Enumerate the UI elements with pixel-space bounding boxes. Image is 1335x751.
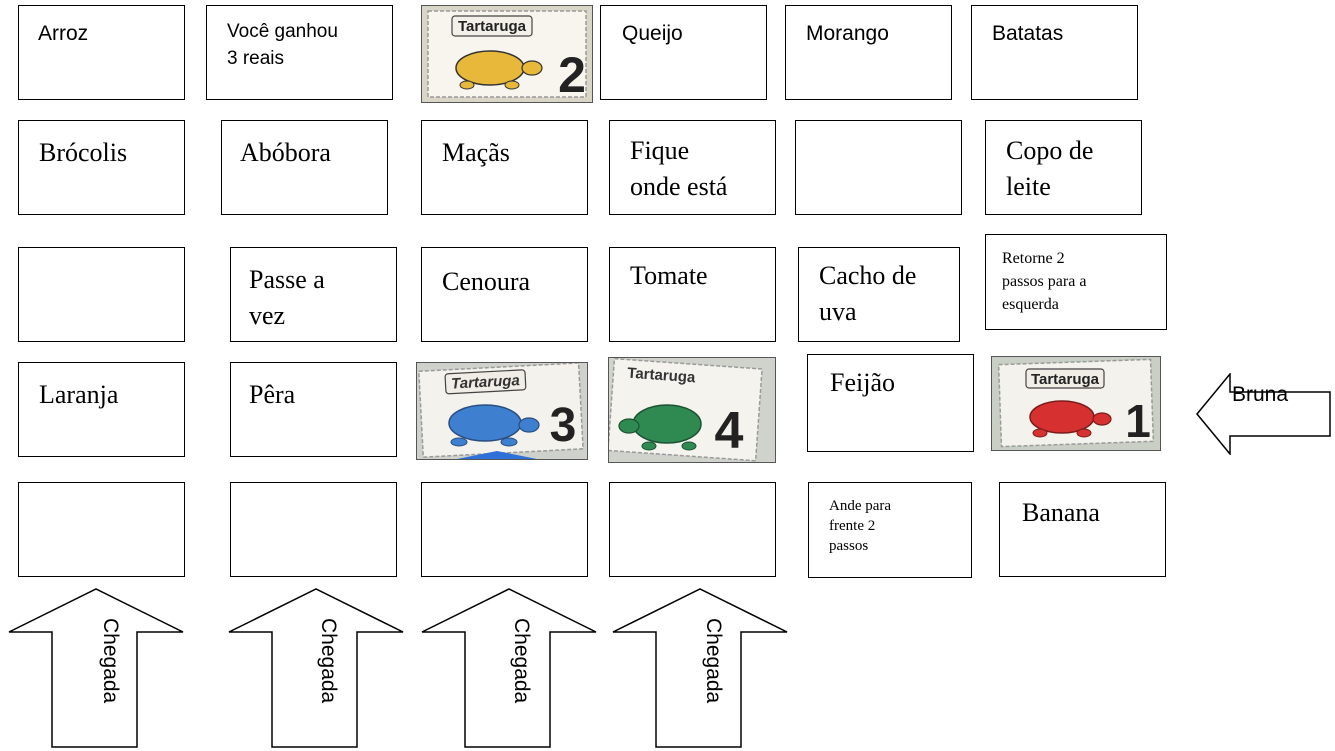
cell-feijao: Feijão bbox=[807, 354, 974, 452]
up-arrow-icon bbox=[612, 588, 788, 748]
cell-arroz: Arroz bbox=[18, 5, 185, 100]
cell-copo: Copo de leite bbox=[985, 120, 1142, 215]
up-arrow-icon bbox=[8, 588, 184, 748]
cell-voce-ganhou: Você ganhou 3 reais bbox=[206, 5, 393, 100]
up-arrow-icon bbox=[228, 588, 404, 748]
finish-label: Chegada bbox=[317, 618, 340, 704]
cell-empty bbox=[609, 482, 776, 577]
card-title: Tartaruga bbox=[451, 372, 520, 393]
card-number: 2 bbox=[558, 47, 586, 102]
cell-cenoura: Cenoura bbox=[421, 247, 588, 342]
card-tartaruga-4: Tartaruga 4 bbox=[608, 357, 776, 463]
card-number: 1 bbox=[1125, 395, 1151, 447]
cell-batatas: Batatas bbox=[971, 5, 1138, 100]
card-tartaruga-1: Tartaruga 1 bbox=[991, 356, 1161, 451]
player-label-bruna: Bruna bbox=[1232, 383, 1289, 406]
cell-macas: Maçãs bbox=[421, 120, 588, 215]
cell-banana: Banana bbox=[999, 482, 1166, 577]
cell-ande: Ande para frente 2 passos bbox=[808, 482, 972, 578]
up-arrow-icon bbox=[421, 588, 597, 748]
cell-empty bbox=[230, 482, 397, 577]
cell-morango: Morango bbox=[785, 5, 952, 100]
cell-fique: Fique onde está bbox=[609, 120, 776, 215]
card-title: Tartaruga bbox=[458, 18, 527, 35]
finish-label: Chegada bbox=[702, 618, 725, 704]
cell-retorne: Retorne 2 passos para a esquerda bbox=[985, 234, 1167, 330]
card-tartaruga-3: Tartaruga 3 bbox=[416, 362, 588, 460]
card-number: 3 bbox=[550, 399, 577, 452]
card-number: 4 bbox=[715, 402, 744, 460]
finish-label: Chegada bbox=[99, 618, 122, 704]
card-title: Tartaruga bbox=[1031, 371, 1100, 388]
cell-tomate: Tomate bbox=[609, 247, 776, 342]
cell-queijo: Queijo bbox=[600, 5, 767, 100]
card-tartaruga-2: Tartaruga 2 bbox=[421, 5, 593, 103]
card-title: Tartaruga bbox=[627, 365, 697, 387]
cell-empty bbox=[18, 482, 185, 577]
cell-empty bbox=[18, 247, 185, 342]
cell-laranja: Laranja bbox=[18, 362, 185, 457]
cell-abobora: Abóbora bbox=[221, 120, 388, 215]
cell-empty bbox=[421, 482, 588, 577]
cell-pera: Pêra bbox=[230, 362, 397, 457]
cell-uva: Cacho de uva bbox=[798, 247, 960, 342]
cell-passe: Passe a vez bbox=[230, 247, 397, 342]
left-arrow-icon bbox=[1196, 373, 1331, 455]
cell-brocolis: Brócolis bbox=[18, 120, 185, 215]
finish-label: Chegada bbox=[510, 618, 533, 704]
cell-empty bbox=[795, 120, 962, 215]
